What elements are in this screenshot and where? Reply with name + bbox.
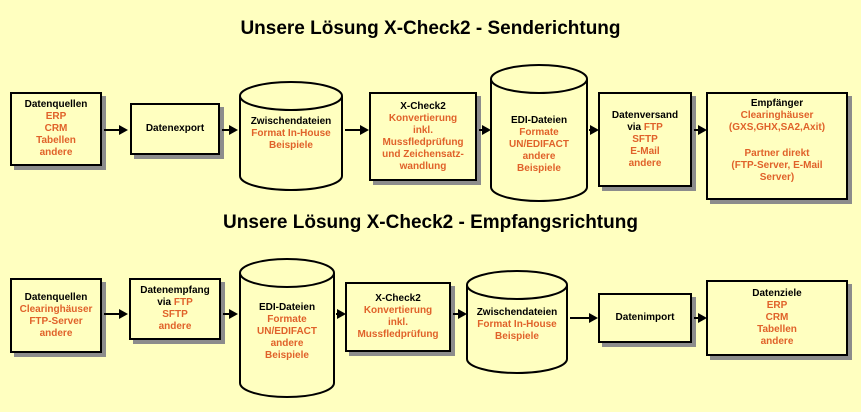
recv-arrow-5 bbox=[570, 313, 598, 323]
send-xcheck-zeichensatz: und Zeichensatz- bbox=[382, 148, 464, 160]
send-edi-cylinder: EDI-Dateien Formate UN/EDIFACT andere Be… bbox=[490, 64, 588, 202]
recv-datenziele-crm: CRM bbox=[765, 312, 789, 323]
send-xcheck-box: X-Check2 Konvertierung inkl. Mussfledprü… bbox=[369, 92, 477, 181]
send-empfaenger-partner-server: Server) bbox=[759, 172, 795, 183]
send-datenquellen-andere: andere bbox=[39, 147, 73, 158]
recv-zwischendateien-format: Format In-House bbox=[477, 319, 557, 330]
send-xcheck-konvertierung: Konvertierung bbox=[388, 112, 458, 124]
recv-xcheck-title: X-Check2 bbox=[375, 293, 421, 304]
send-empfaenger-partner-list: (FTP-Server, E-Mail bbox=[731, 160, 823, 171]
send-arrow-2 bbox=[222, 125, 238, 135]
recv-arrow-2 bbox=[223, 309, 238, 319]
send-xcheck-wandlung: wandlung bbox=[399, 160, 447, 172]
recv-edi-cylinder: EDI-Dateien Formate UN/EDIFACT andere Be… bbox=[239, 258, 335, 398]
send-edi-andere: andere bbox=[522, 151, 556, 162]
recv-edi-beispiele: Beispiele bbox=[265, 350, 309, 361]
recv-datenziele-box: Datenziele ERP CRM Tabellen andere bbox=[706, 280, 848, 356]
recv-datenquellen-andere: andere bbox=[39, 327, 73, 339]
send-zwischendateien-title: Zwischendateien bbox=[250, 116, 332, 127]
send-datenquellen-title: Datenquellen bbox=[24, 99, 88, 110]
recv-xcheck-box: X-Check2 Konvertierung inkl. Mussfledprü… bbox=[345, 282, 451, 352]
recv-title: Unsere Lösung X-Check2 - Empfangsrichtun… bbox=[223, 212, 638, 233]
send-arrow-1 bbox=[104, 125, 128, 135]
recv-arrow-3 bbox=[336, 309, 346, 319]
recv-datenziele-title: Datenziele bbox=[752, 288, 802, 299]
recv-datenquellen-title: Datenquellen bbox=[24, 291, 88, 303]
send-title: Unsere Lösung X-Check2 - Senderichtung bbox=[240, 18, 621, 39]
recv-datenziele-erp: ERP bbox=[766, 300, 788, 311]
send-edi-title: EDI-Dateien bbox=[510, 115, 568, 126]
send-empfaenger-title: Empfänger bbox=[750, 98, 804, 109]
send-versand-title: Datenversand bbox=[611, 109, 679, 121]
recv-empfang-andere: andere bbox=[158, 321, 192, 332]
recv-edi-unedifact: UN/EDIFACT bbox=[257, 326, 317, 337]
send-datenexport-box: Datenexport bbox=[130, 103, 220, 155]
send-datenquellen-erp: ERP bbox=[45, 111, 67, 122]
send-zwischendateien-format: Format In-House bbox=[251, 128, 331, 139]
send-datenexport-title: Datenexport bbox=[145, 123, 205, 134]
recv-empfang-via: via bbox=[157, 297, 172, 308]
recv-edi-formate: Formate bbox=[267, 314, 307, 325]
recv-arrow-1 bbox=[104, 309, 128, 319]
send-empfaenger-partner: Partner direkt bbox=[744, 148, 810, 159]
recv-zwischendateien-title: Zwischendateien bbox=[476, 307, 558, 318]
recv-empfang-box: Datenempfang via FTP SFTP andere bbox=[129, 278, 221, 340]
recv-datenquellen-ftp: FTP-Server bbox=[29, 315, 83, 327]
recv-datenziele-tabellen: Tabellen bbox=[757, 324, 797, 335]
recv-edi-title: EDI-Dateien bbox=[258, 302, 316, 313]
recv-zwischendateien-cylinder: Zwischendateien Format In-House Beispiel… bbox=[466, 270, 568, 374]
send-datenquellen-tabellen: Tabellen bbox=[36, 135, 76, 146]
send-xcheck-inkl: inkl. bbox=[412, 124, 433, 136]
recv-xcheck-inkl: inkl. bbox=[387, 317, 408, 328]
send-arrow-3 bbox=[345, 125, 369, 135]
recv-empfang-ftp: FTP bbox=[173, 297, 193, 308]
recv-xcheck-mussfeld: Mussfledprüfung bbox=[357, 329, 439, 340]
send-versand-sftp: SFTP bbox=[632, 133, 658, 145]
send-versand-andere: andere bbox=[628, 157, 662, 169]
recv-arrow-6 bbox=[694, 313, 707, 323]
send-datenquellen-crm: CRM bbox=[44, 123, 68, 134]
recv-arrow-4 bbox=[453, 309, 467, 319]
send-edi-formate: Formate bbox=[519, 127, 559, 138]
recv-datenquellen-box: Datenquellen Clearinghäuser FTP-Server a… bbox=[10, 278, 102, 353]
recv-import-box: Datenimport bbox=[598, 293, 692, 343]
send-arrow-4 bbox=[479, 125, 491, 135]
send-edi-unedifact: UN/EDIFACT bbox=[509, 139, 569, 150]
send-empfaenger-clearing-list: (GXS,GHX,SA2,Axit) bbox=[728, 122, 826, 133]
send-versand-ftp: FTP bbox=[643, 121, 663, 133]
recv-empfang-title: Datenempfang bbox=[140, 285, 210, 296]
recv-xcheck-konvertierung: Konvertierung bbox=[363, 305, 433, 316]
send-xcheck-title: X-Check2 bbox=[400, 100, 446, 112]
recv-zwischendateien-beispiele: Beispiele bbox=[495, 331, 539, 342]
send-versand-via: via bbox=[627, 121, 642, 133]
send-edi-beispiele: Beispiele bbox=[517, 163, 561, 174]
send-datenquellen-box: Datenquellen ERP CRM Tabellen andere bbox=[10, 92, 102, 166]
send-arrow-6 bbox=[694, 125, 707, 135]
recv-datenquellen-clearing: Clearinghäuser bbox=[19, 303, 93, 315]
send-arrow-5 bbox=[589, 125, 599, 135]
send-empfaenger-clearing: Clearinghäuser bbox=[740, 110, 814, 121]
recv-datenziele-andere: andere bbox=[760, 336, 794, 347]
recv-import-title: Datenimport bbox=[615, 312, 675, 323]
send-zwischendateien-beispiele: Beispiele bbox=[269, 140, 313, 151]
send-empfaenger-box: Empfänger Clearinghäuser (GXS,GHX,SA2,Ax… bbox=[706, 92, 848, 200]
recv-empfang-sftp: SFTP bbox=[162, 309, 188, 320]
send-versand-email: E-Mail bbox=[630, 145, 660, 157]
send-xcheck-mussfeld: Mussfledprüfung bbox=[382, 136, 464, 148]
recv-edi-andere: andere bbox=[270, 338, 304, 349]
send-zwischendateien-cylinder: Zwischendateien Format In-House Beispiel… bbox=[239, 81, 343, 191]
send-versand-box: Datenversand via FTP SFTP E-Mail andere bbox=[598, 92, 692, 187]
